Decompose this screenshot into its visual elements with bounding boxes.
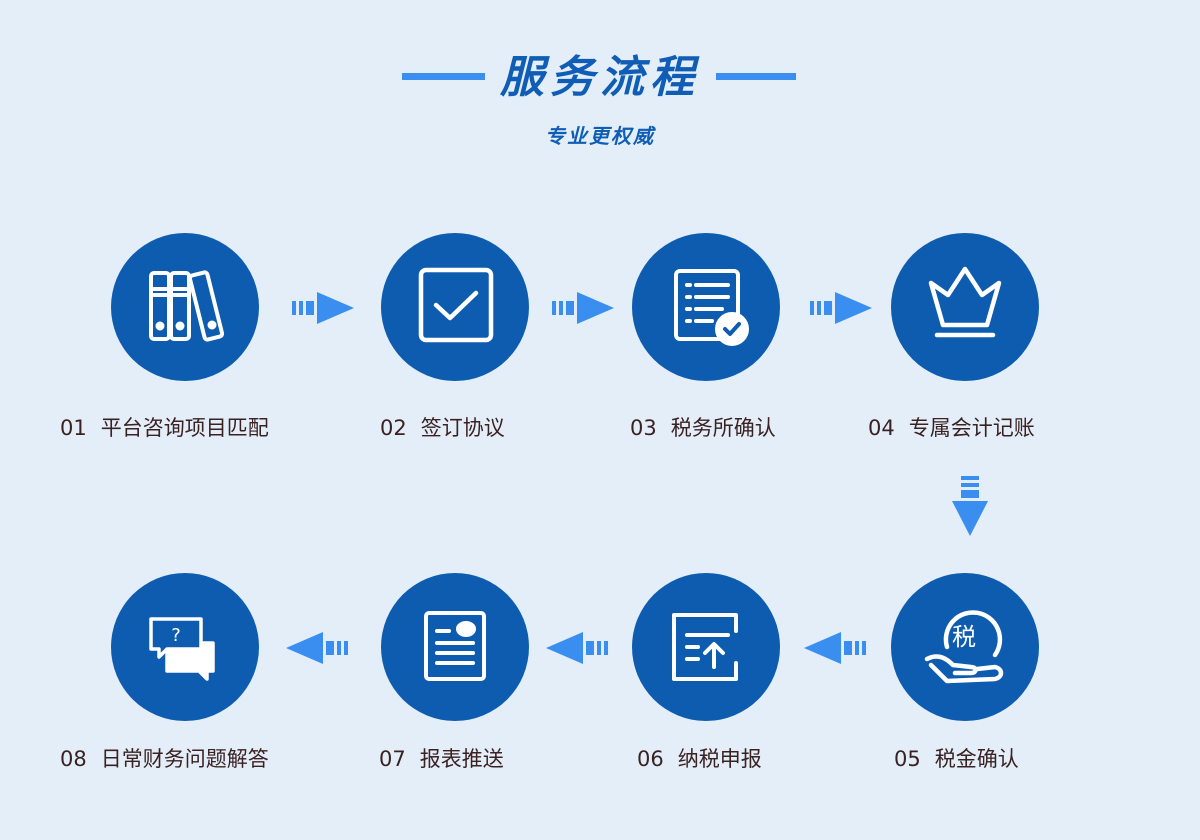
step-name: 平台咨询项目匹配 [100,416,269,440]
svg-text:税: 税 [952,623,976,651]
checkbox-icon [418,267,494,343]
title-right-rule [716,73,796,80]
step-02-circle [381,233,529,381]
step-05-label: 05 税金确认 [894,745,1019,773]
step-number: 02 [380,416,407,440]
step-06-circle [632,573,780,721]
step-number: 06 [637,747,664,771]
step-03-label: 03 税务所确认 [630,414,776,442]
arrow-left-icon [286,632,348,664]
step-number: 01 [60,416,87,440]
step-02-label: 02 签订协议 [380,414,505,442]
arrow-right-icon [810,292,872,324]
arrow-down-icon [952,476,988,536]
step-08-circle: ? [111,573,259,721]
step-name: 纳税申报 [677,747,762,771]
title-left-rule [402,73,485,80]
binders-icon [149,270,225,342]
question-chat-icon: ? [149,617,215,681]
step-number: 03 [630,416,657,440]
step-01-label: 01 平台咨询项目匹配 [60,414,269,442]
upload-document-icon [672,613,738,681]
step-05-circle: 税 [891,573,1039,721]
step-name: 税务所确认 [670,416,776,440]
step-07-circle [381,573,529,721]
step-name: 报表推送 [419,747,504,771]
crown-icon [928,266,1002,338]
step-name: 签订协议 [420,416,505,440]
step-08-label: 08 日常财务问题解答 [60,745,269,773]
step-01-circle [111,233,259,381]
step-06-label: 06 纳税申报 [637,745,762,773]
step-number: 04 [868,416,895,440]
step-name: 税金确认 [934,747,1019,771]
step-name: 日常财务问题解答 [100,747,269,771]
step-07-label: 07 报表推送 [379,745,504,773]
page-subtitle: 专业更权威 [545,124,655,148]
arrow-right-icon [292,292,354,324]
step-03-circle [632,233,780,381]
hand-tax-icon: 税 [924,610,1004,684]
svg-text:?: ? [171,625,181,646]
arrow-left-icon [546,632,608,664]
step-number: 07 [379,747,406,771]
report-card-icon [424,611,486,681]
step-name: 专属会计记账 [908,416,1035,440]
arrow-left-icon [804,632,866,664]
step-number: 05 [894,747,921,771]
arrow-right-icon [552,292,614,324]
step-number: 08 [60,747,87,771]
checklist-document-icon [674,269,749,346]
step-04-label: 04 专属会计记账 [868,414,1035,442]
page-title: 服务流程 [500,52,700,103]
step-04-circle [891,233,1039,381]
